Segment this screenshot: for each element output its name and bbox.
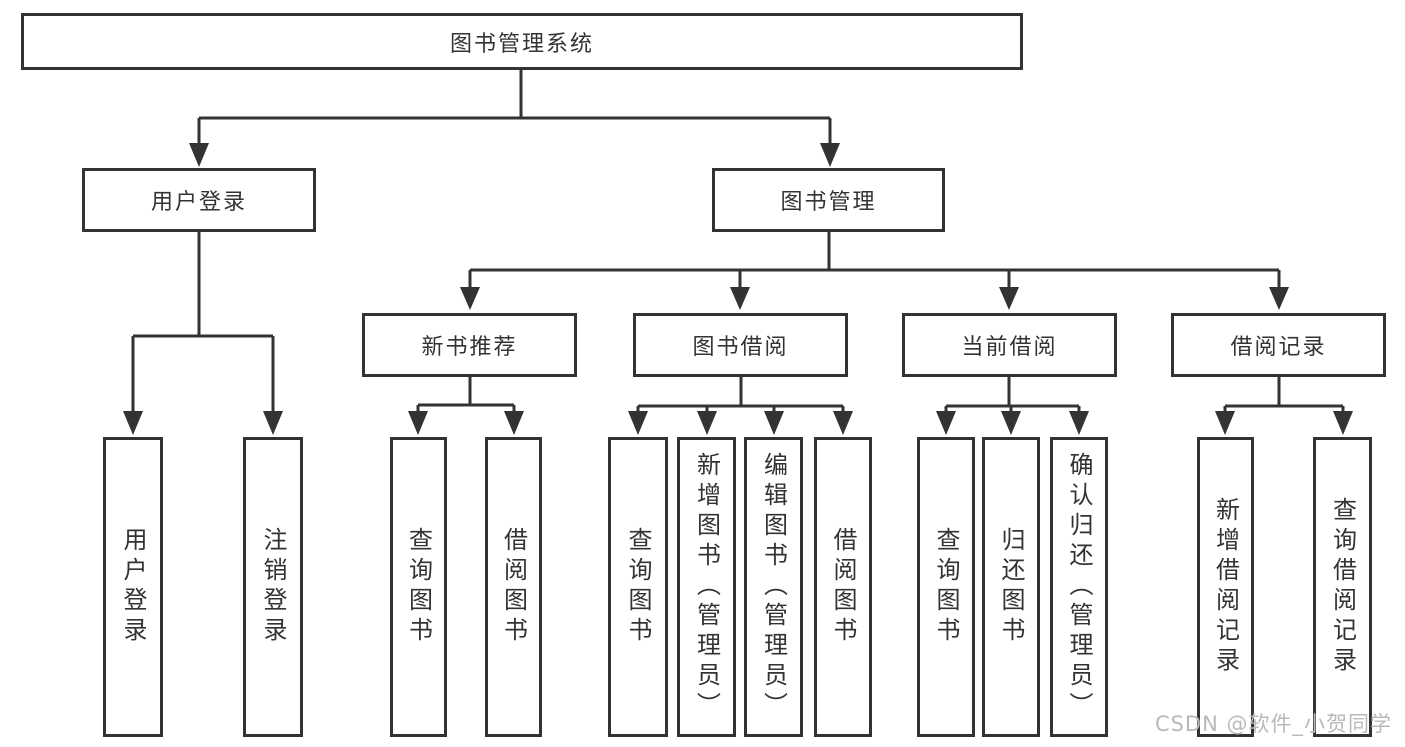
leaf-current-query: 查询图书 — [917, 437, 975, 737]
leaf-user-login: 用户登录 — [103, 437, 163, 737]
node-root: 图书管理系统 — [21, 13, 1023, 70]
node-current-borrow-label: 当前借阅 — [961, 335, 1058, 360]
node-book-management-label: 图书管理 — [780, 190, 877, 215]
node-borrow-records-label: 借阅记录 — [1230, 335, 1327, 360]
leaf-newbook-query: 查询图书 — [390, 437, 447, 737]
leaf-borrow-add-book: 新增图书（管理员） — [677, 437, 736, 737]
leaf-borrow-add-book-label: 新增图书（管理员） — [692, 452, 721, 722]
leaf-newbook-query-label: 查询图书 — [404, 527, 433, 647]
arrowhead-icons — [123, 143, 1353, 435]
node-current-borrow: 当前借阅 — [902, 313, 1117, 377]
leaf-borrow-edit-book-label: 编辑图书（管理员） — [759, 452, 788, 722]
node-user-login-label: 用户登录 — [150, 190, 247, 215]
leaf-borrow-edit-book: 编辑图书（管理员） — [744, 437, 803, 737]
leaf-newbook-borrow: 借阅图书 — [485, 437, 542, 737]
connector-path — [131, 70, 1345, 413]
node-book-management: 图书管理 — [712, 168, 945, 232]
node-book-borrow-label: 图书借阅 — [692, 335, 789, 360]
leaf-record-add: 新增借阅记录 — [1197, 437, 1254, 737]
leaf-logout-label: 注销登录 — [259, 527, 287, 647]
leaf-newbook-borrow-label: 借阅图书 — [499, 527, 528, 647]
leaf-borrow-borrow-book: 借阅图书 — [814, 437, 872, 737]
leaf-current-query-label: 查询图书 — [932, 527, 960, 647]
leaf-record-query: 查询借阅记录 — [1313, 437, 1372, 737]
node-book-borrow: 图书借阅 — [633, 313, 848, 377]
leaf-current-confirm-return: 确认归还（管理员） — [1050, 437, 1108, 737]
node-root-label: 图书管理系统 — [449, 31, 594, 57]
node-new-book-recommend: 新书推荐 — [362, 313, 577, 377]
leaf-logout: 注销登录 — [243, 437, 303, 737]
leaf-borrow-query-label: 查询图书 — [624, 527, 652, 647]
node-new-book-recommend-label: 新书推荐 — [421, 335, 518, 360]
leaf-current-return-label: 归还图书 — [997, 527, 1025, 647]
leaf-current-return: 归还图书 — [982, 437, 1040, 737]
watermark: CSDN @软件_小贺同学 — [1154, 712, 1392, 736]
node-user-login: 用户登录 — [82, 168, 316, 232]
leaf-borrow-borrow-book-label: 借阅图书 — [829, 527, 857, 647]
leaf-current-confirm-return-label: 确认归还（管理员） — [1065, 452, 1093, 722]
leaf-record-add-label: 新增借阅记录 — [1211, 497, 1240, 677]
leaf-borrow-query: 查询图书 — [608, 437, 668, 737]
leaf-record-query-label: 查询借阅记录 — [1328, 497, 1357, 677]
leaf-user-login-label: 用户登录 — [119, 527, 147, 647]
node-borrow-records: 借阅记录 — [1171, 313, 1386, 377]
